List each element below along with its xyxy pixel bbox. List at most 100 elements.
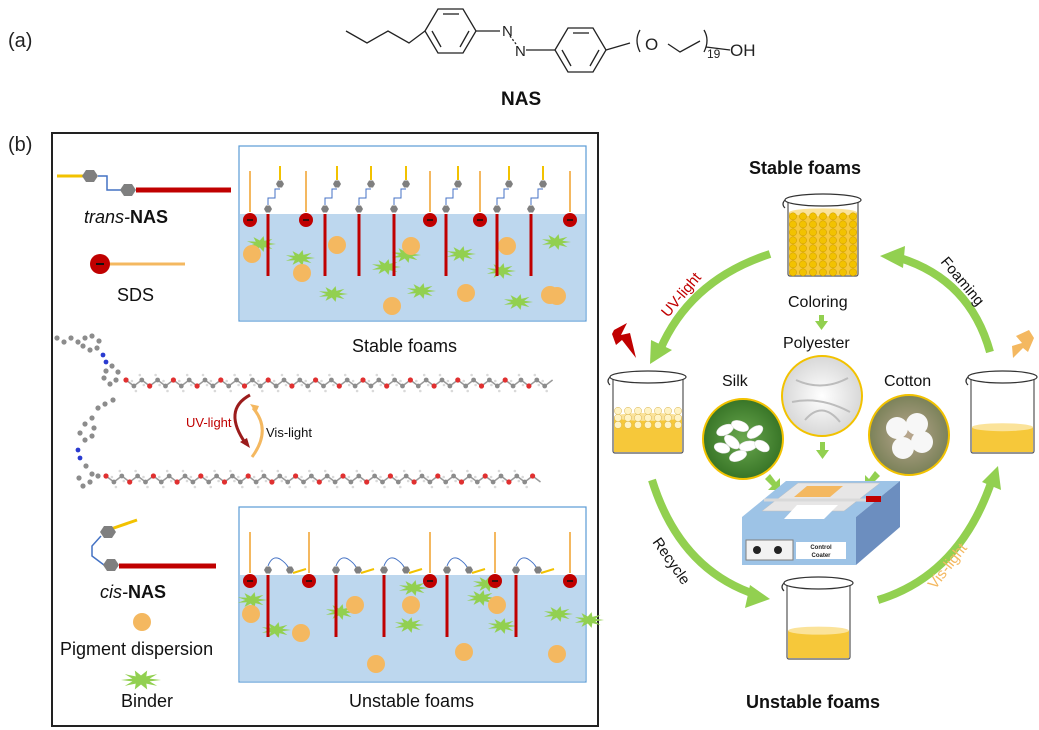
nas-ring xyxy=(493,205,501,213)
hydrogen-atom xyxy=(406,479,410,483)
nas-linker xyxy=(335,557,357,568)
nas-ring xyxy=(367,180,375,188)
hydrogen-atom xyxy=(237,475,240,479)
vis-lightning-icon xyxy=(1012,330,1034,358)
azo-ring-icon xyxy=(82,170,98,182)
sds-label: SDS xyxy=(117,285,154,305)
carbon-atom xyxy=(87,479,93,485)
hydrogen-atom xyxy=(446,379,450,383)
repeat-count: 19 xyxy=(707,47,721,61)
oxygen-atom xyxy=(265,377,271,383)
cis-nas-label: cis-NAS xyxy=(100,582,166,602)
carbon-atom xyxy=(257,383,263,389)
vis-isomerization-arrow xyxy=(250,407,264,458)
repeat-bracket-left xyxy=(636,29,641,53)
binder-particle xyxy=(486,263,516,279)
nas-linker xyxy=(324,188,337,205)
nas-linker xyxy=(393,188,406,205)
hydrogen-atom xyxy=(486,373,489,377)
hydrogen-atom xyxy=(442,383,446,387)
hydrogen-atom xyxy=(347,383,351,387)
foam-bubble xyxy=(789,244,797,253)
carbon-atom xyxy=(451,473,456,479)
hydrogen-atom xyxy=(122,479,126,483)
water-phase xyxy=(240,214,585,320)
foam-bubble xyxy=(624,421,632,429)
butyl-chain xyxy=(345,30,426,44)
carbon-atom xyxy=(89,471,95,477)
foam-bubble xyxy=(819,244,827,253)
carbon-atom xyxy=(487,377,492,383)
hydrogen-atom xyxy=(138,373,142,377)
carbon-atom xyxy=(115,369,121,375)
nas-linker xyxy=(496,188,509,205)
pigment-particle xyxy=(293,264,311,282)
carbon-atom xyxy=(234,377,240,383)
hydrogen-atom xyxy=(189,383,193,387)
nas-ring xyxy=(465,566,473,574)
nas-ring xyxy=(332,566,340,574)
carbon-atom xyxy=(490,479,496,485)
beaker-spout xyxy=(965,376,969,386)
polyester-label: Polyester xyxy=(783,335,850,352)
nas-ring xyxy=(443,566,451,574)
carbon-atom xyxy=(89,333,95,339)
pigment-particle xyxy=(292,624,310,642)
foam-bubble xyxy=(849,228,857,237)
pigment-particle xyxy=(367,655,385,673)
carbon-atom xyxy=(253,479,259,485)
hydrogen-atom xyxy=(308,469,311,473)
carbon-atom xyxy=(111,479,117,485)
hydrogen-atom xyxy=(304,379,308,383)
foam-bubble xyxy=(829,244,837,253)
carbon-atom xyxy=(380,479,385,485)
foam-bubble xyxy=(634,421,642,429)
foam-bubble xyxy=(674,421,682,429)
pigment-particle xyxy=(541,286,559,304)
hydrogen-atom xyxy=(497,469,501,473)
binder-particle xyxy=(237,592,267,608)
hydrogen-atom xyxy=(252,475,256,479)
carbon-atom xyxy=(273,383,279,389)
carbon-atom xyxy=(202,377,208,383)
carbon-atom xyxy=(54,335,60,341)
foam-bubble xyxy=(799,220,807,229)
cotton-photo xyxy=(868,394,950,476)
carbon-atom xyxy=(109,363,115,369)
foam-bubble xyxy=(799,252,807,261)
foam-bubble xyxy=(819,260,827,269)
oxygen-atom xyxy=(245,473,251,479)
foam-bubble xyxy=(799,268,807,277)
foam-bubble xyxy=(819,236,827,245)
foam-bubble xyxy=(849,244,857,253)
hydrogen-atom xyxy=(241,485,244,489)
foam-bubble xyxy=(819,220,827,229)
hydrogen-atom xyxy=(165,469,169,473)
pigment-particle xyxy=(328,236,346,254)
uv-isomerization-arrow xyxy=(233,393,251,445)
oxygen-atom xyxy=(147,383,153,389)
hydrogen-atom xyxy=(462,379,466,383)
stable-foam-beaker xyxy=(782,193,862,277)
carbon-atom xyxy=(89,415,95,421)
hydrogen-atom xyxy=(130,379,134,383)
carbon-atom xyxy=(474,479,480,485)
foam-bubble xyxy=(789,220,797,229)
hydrogen-atom xyxy=(304,485,307,489)
hydrogen-atom xyxy=(494,379,497,383)
nitrogen-atom xyxy=(100,352,106,358)
oxygen-atom xyxy=(431,383,437,389)
oxygen-atom xyxy=(478,383,485,389)
cycle-bottom-title: Unstable foams xyxy=(746,692,880,712)
hydrogen-atom xyxy=(395,383,398,387)
uv-beaker xyxy=(607,370,687,454)
carbon-atom xyxy=(395,479,401,485)
foam-bubble xyxy=(644,407,652,415)
foam-bubble xyxy=(644,421,652,429)
hydrogen-atom xyxy=(312,479,315,483)
carbon-atom xyxy=(321,383,326,389)
hydrogen-atom xyxy=(209,379,213,383)
foam-bubble xyxy=(614,414,622,422)
hydrogen-atom xyxy=(351,485,355,489)
carbon-atom xyxy=(542,383,548,389)
